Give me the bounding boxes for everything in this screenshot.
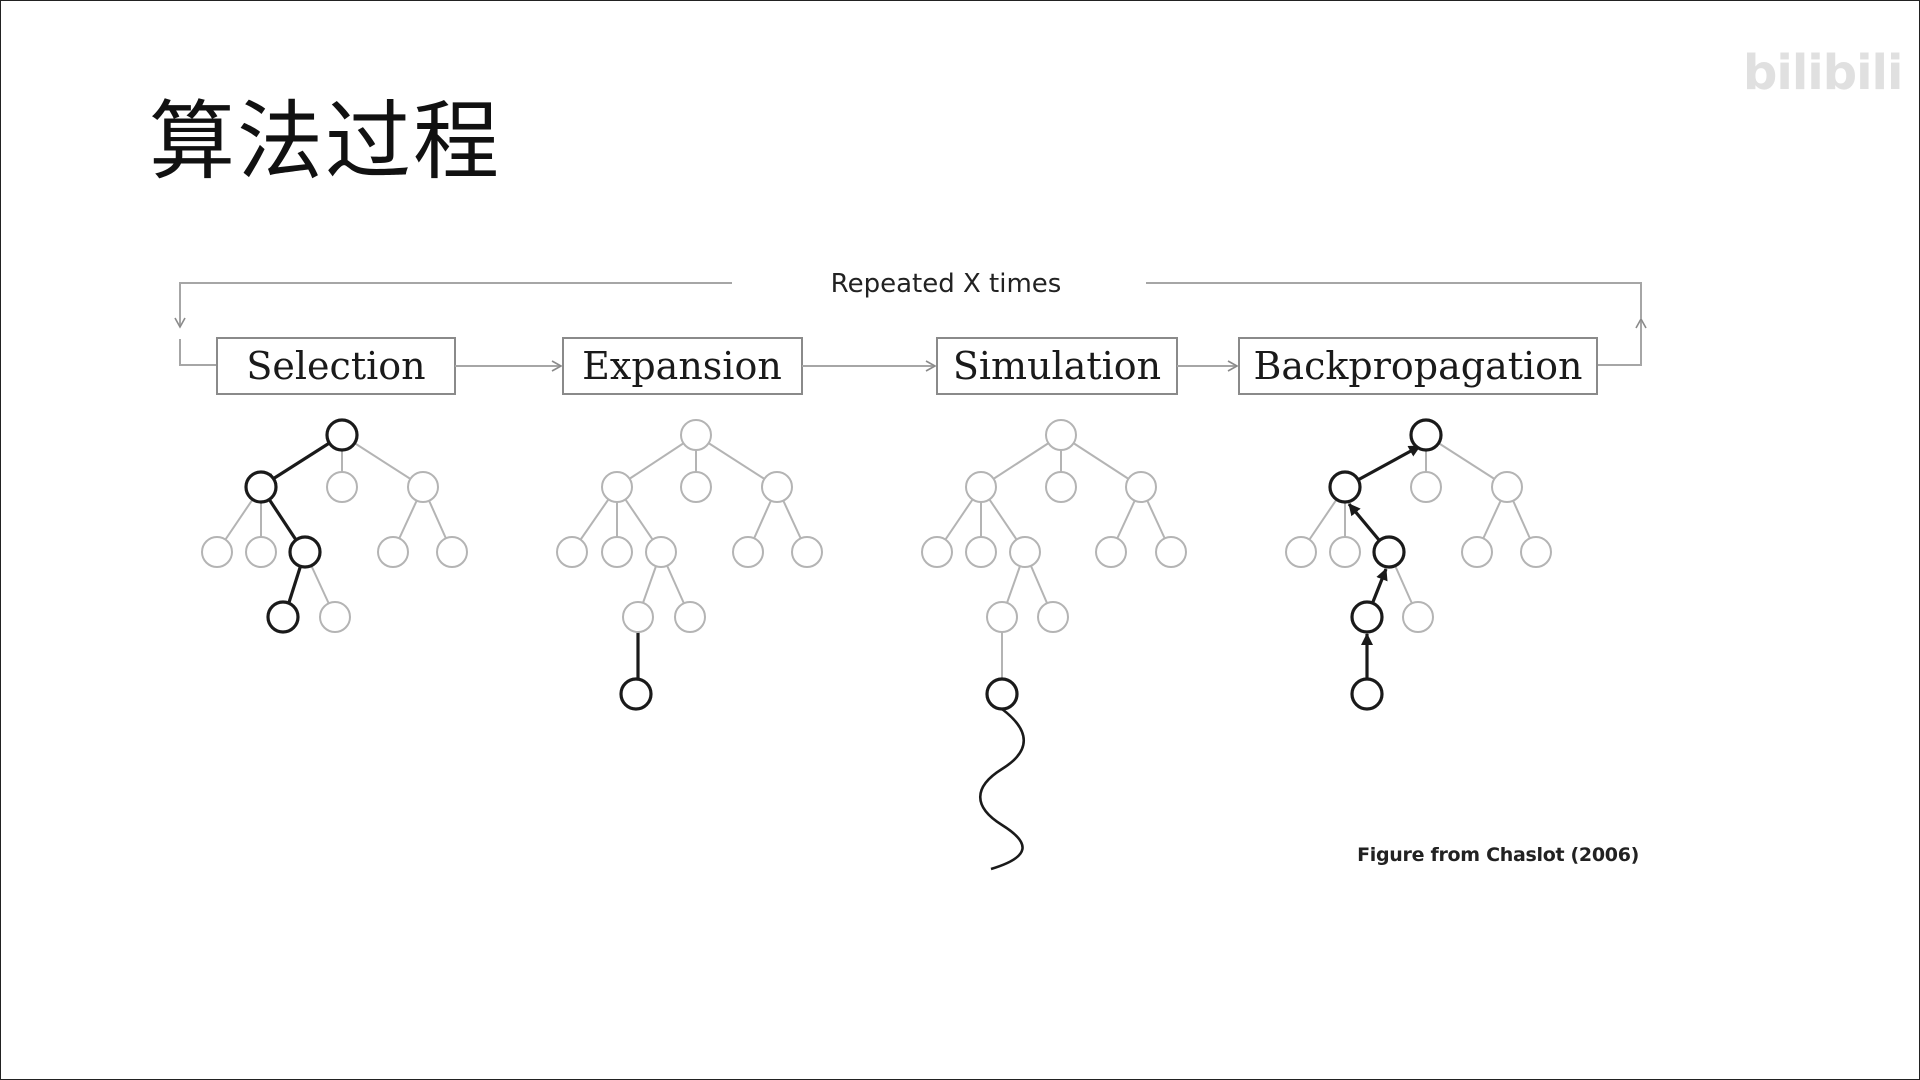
tree-node xyxy=(1045,419,1077,451)
tree-node xyxy=(377,536,409,568)
tree-node xyxy=(1329,536,1361,568)
tree-node xyxy=(965,471,997,503)
tree-node xyxy=(201,536,233,568)
stage-label-selection: Selection xyxy=(246,344,425,388)
stage-box-backpropagation: Backpropagation xyxy=(1238,337,1598,395)
tree-node xyxy=(1402,601,1434,633)
tree-node xyxy=(245,536,277,568)
slide-title: 算法过程 xyxy=(149,92,501,192)
stage-box-expansion: Expansion xyxy=(562,337,803,395)
tree-node xyxy=(325,418,359,452)
tree-node xyxy=(556,536,588,568)
expansion-tree xyxy=(556,419,823,711)
tree-node xyxy=(326,471,358,503)
tree-node xyxy=(1155,536,1187,568)
tree-node xyxy=(1095,536,1127,568)
bilibili-logo: bilibili xyxy=(1743,45,1903,101)
loop-label: Repeated X times xyxy=(831,269,1062,299)
tree-node xyxy=(921,536,953,568)
tree-node xyxy=(985,677,1019,711)
stage-label-simulation: Simulation xyxy=(953,344,1161,388)
tree-node xyxy=(732,536,764,568)
tree-node xyxy=(1372,535,1406,569)
tree-node xyxy=(1009,536,1041,568)
tree-node xyxy=(761,471,793,503)
tree-node xyxy=(680,471,712,503)
tree-node xyxy=(266,600,300,634)
tree-node xyxy=(1045,471,1077,503)
simulation-tree xyxy=(921,419,1187,871)
tree-node xyxy=(622,601,654,633)
tree-node xyxy=(680,419,712,451)
stage-box-selection: Selection xyxy=(216,337,456,395)
tree-node xyxy=(986,601,1018,633)
tree-node xyxy=(601,471,633,503)
tree-node xyxy=(965,536,997,568)
tree-node xyxy=(244,470,278,504)
tree-node xyxy=(1491,471,1523,503)
tree-node xyxy=(1285,536,1317,568)
loop-arrow: Repeated X times xyxy=(174,269,1647,366)
figure-credit: Figure from Chaslot (2006) xyxy=(1357,844,1639,866)
backpropagation-tree xyxy=(1285,418,1552,711)
selection-tree xyxy=(201,418,468,634)
tree-node xyxy=(619,677,653,711)
tree-node xyxy=(1410,471,1442,503)
tree-node xyxy=(1350,677,1384,711)
tree-node xyxy=(1409,418,1443,452)
tree-node xyxy=(674,601,706,633)
stage-label-backpropagation: Backpropagation xyxy=(1254,344,1583,388)
tree-node xyxy=(601,536,633,568)
tree-node xyxy=(407,471,439,503)
stage-box-simulation: Simulation xyxy=(936,337,1178,395)
stage-label-expansion: Expansion xyxy=(582,344,782,388)
simulation-rollout xyxy=(978,707,1026,871)
tree-node xyxy=(791,536,823,568)
tree-node xyxy=(1461,536,1493,568)
tree-node xyxy=(1328,470,1362,504)
watermark: bilibili xyxy=(1431,41,1903,111)
tree-node xyxy=(288,535,322,569)
tree-node xyxy=(1037,601,1069,633)
tree-node xyxy=(436,536,468,568)
tree-node xyxy=(1520,536,1552,568)
tree-node xyxy=(319,601,351,633)
tree-node xyxy=(645,536,677,568)
tree-node xyxy=(1125,471,1157,503)
tree-node xyxy=(1350,600,1384,634)
